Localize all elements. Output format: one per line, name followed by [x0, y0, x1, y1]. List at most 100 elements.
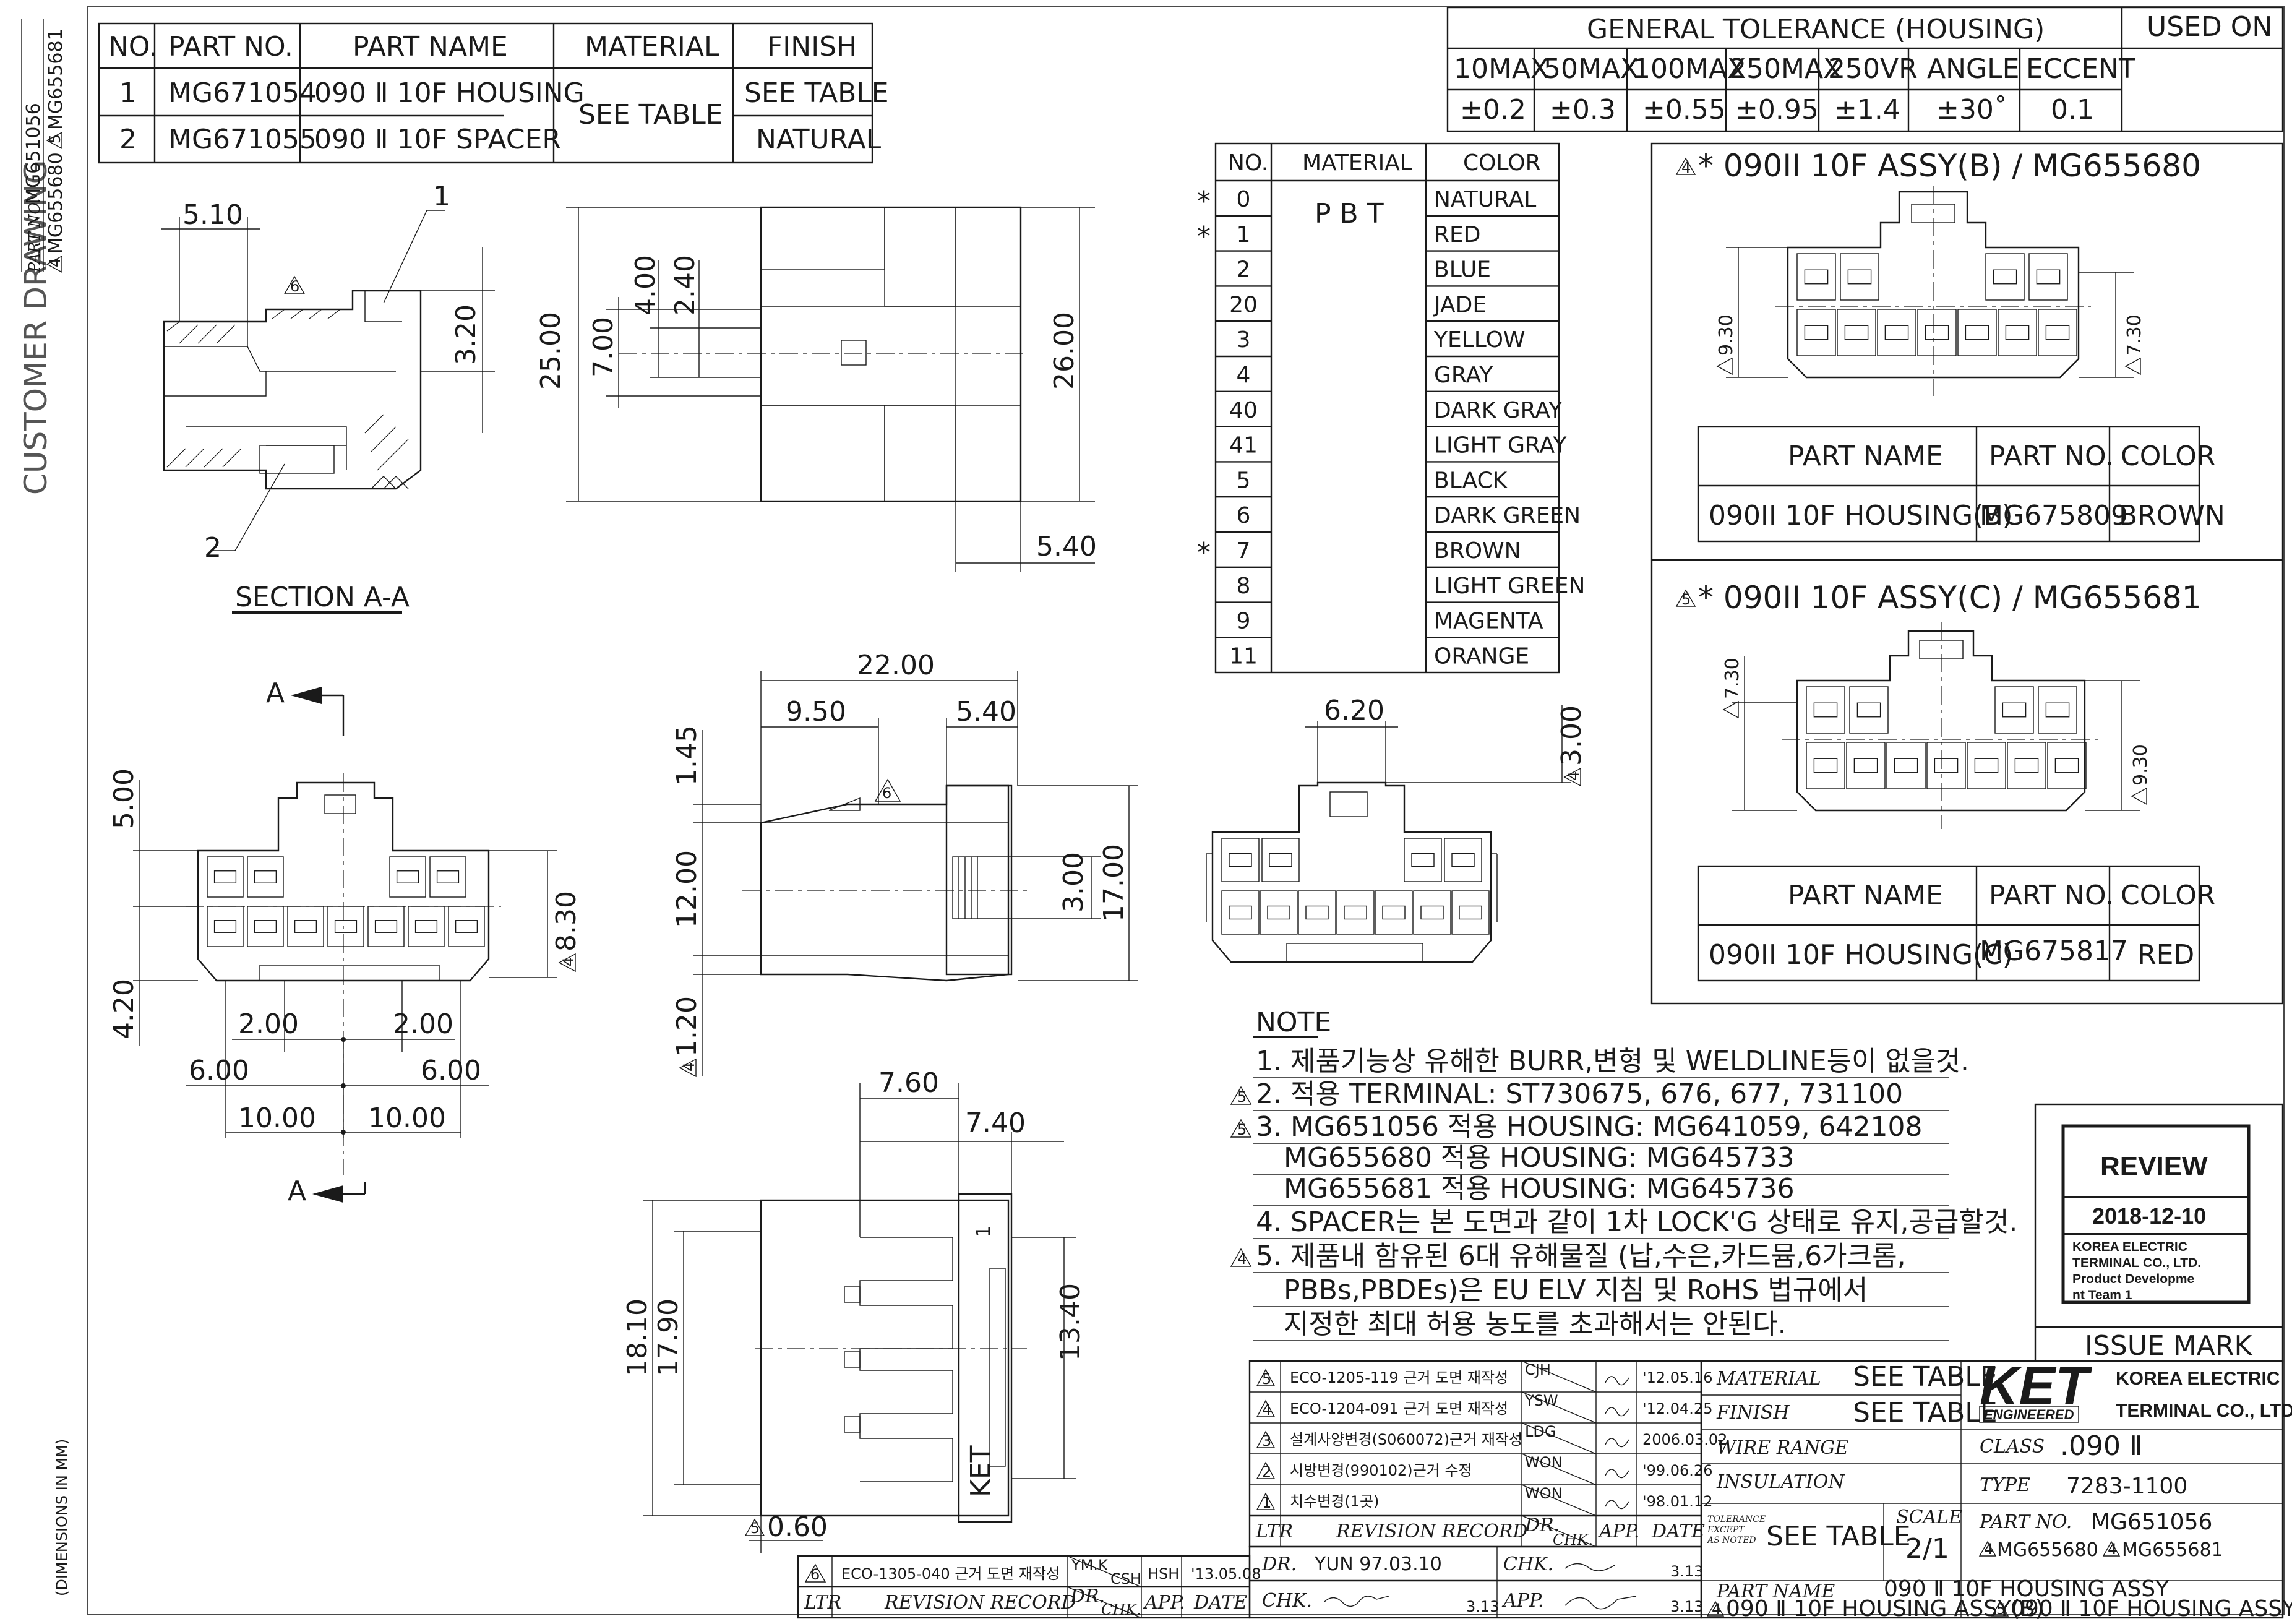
cavity	[1806, 742, 1845, 789]
tol-value-angle: ±30˚	[1936, 94, 2007, 126]
rev-row-ltr: 4	[1262, 1401, 1271, 1419]
cavity	[1998, 309, 2037, 356]
tb-rev-4b: 4	[2108, 1540, 2117, 1558]
revision-triangle-icon	[1563, 767, 1581, 787]
section-callout-1: 1	[433, 181, 450, 212]
tb-finish-value: SEE TABLE	[1853, 1397, 1998, 1429]
front-dim-1000a: 10.00	[238, 1102, 316, 1134]
tb-part-name-1: 090 Ⅱ 10F HOUSING ASSY	[1884, 1576, 2170, 1602]
review-date: 2018-12-10	[2092, 1203, 2206, 1229]
cavity	[2007, 742, 2046, 789]
rear-view: KET 1 7.60 7.40 18.10 17.90 13.40	[622, 1067, 1086, 1553]
tol-value-250max: ±0.95	[1735, 94, 1819, 126]
section-dim-right: 3.20	[450, 304, 482, 365]
color-row-color: GRAY	[1434, 363, 1493, 388]
tol-value-250vr: ±1.4	[1834, 94, 1900, 126]
color-row-no: 3	[1237, 327, 1251, 353]
assy-b-dim-right: 7.30	[2124, 314, 2145, 356]
rear-dim-134: 13.40	[1055, 1283, 1086, 1361]
rev-row-date: '99.06.26	[1642, 1462, 1712, 1479]
color-row-no: 0	[1237, 187, 1251, 212]
dimensions-note: (DIMENSIONS IN MM)	[53, 1439, 71, 1596]
rev2-ltr: 6	[810, 1566, 820, 1583]
color-row-color: RED	[1434, 222, 1480, 247]
assy-c-rev: 5	[1681, 591, 1691, 608]
note-line: MG655681 적용 HOUSING: MG645736	[1284, 1173, 1795, 1205]
parts-row-2-name: 090 Ⅱ 10F SPACER	[314, 124, 561, 155]
tb-app-date: 3.13	[1670, 1598, 1703, 1615]
face-rev: 4	[1565, 771, 1582, 781]
assy-b-connector-face	[1775, 186, 2091, 396]
assy-c-header-name: PART NAME	[1788, 880, 1943, 911]
cavity	[429, 856, 466, 898]
assy-c-header-color: COLOR	[2121, 880, 2216, 911]
assy-b-color: BROWN	[2119, 500, 2225, 531]
rear-brand: KET	[965, 1445, 997, 1497]
color-row-color: YELLOW	[1433, 327, 1526, 353]
rev-row-ltr: 5	[1262, 1370, 1271, 1388]
tb-class-value: .090 Ⅱ	[2060, 1430, 2143, 1462]
cavity	[2038, 309, 2077, 356]
color-row-no: 5	[1237, 468, 1251, 493]
tol-header-10max: 10MAX	[1454, 53, 1549, 85]
cavity	[1413, 890, 1451, 935]
revision-triangle-icon	[1256, 1492, 1276, 1510]
front-dim-1000b: 10.00	[368, 1102, 446, 1134]
section-label: SECTION A-A	[235, 582, 410, 613]
cavity	[367, 906, 405, 947]
review-title: REVIEW	[2100, 1151, 2208, 1182]
tb-tol-label-2: EXCEPT	[1707, 1525, 1745, 1535]
note-line: 지정한 최대 허용 농도를 초과해서는 안된다.	[1284, 1308, 1787, 1340]
cavity	[2047, 742, 2087, 789]
color-row-star: *	[1197, 537, 1211, 569]
tb-tol-value: SEE TABLE	[1766, 1521, 1911, 1552]
side-dim-height: 25.00	[535, 312, 567, 390]
tb-scale-label: SCALE	[1896, 1506, 1962, 1528]
cavity	[389, 856, 426, 898]
assy-c-color: RED	[2137, 939, 2194, 971]
cavity	[408, 906, 445, 947]
tb-chk2-label: CHK.	[1262, 1590, 1312, 1612]
revision-triangle-icon	[679, 1058, 697, 1078]
rev2-header-dr: DR.	[1070, 1586, 1105, 1607]
parts-header-name: PART NAME	[353, 31, 508, 62]
cavity	[1451, 890, 1490, 935]
front-dim-600a: 6.00	[189, 1055, 249, 1086]
cavity	[1967, 742, 2006, 789]
cavity	[247, 856, 284, 898]
tb-tol-label-3: AS NOTED	[1706, 1536, 1756, 1545]
side-rev-b: 5	[46, 134, 64, 144]
cavity	[1298, 890, 1336, 935]
tb-rev-4a: 4	[1984, 1540, 1993, 1558]
sheet-border	[87, 6, 2285, 1615]
revision-triangle-icon	[1675, 157, 1696, 175]
tb-dr-label: DR.	[1261, 1553, 1297, 1575]
parts-row-2-part-no: MG671055	[168, 124, 317, 155]
assy-b-header-part-no: PART NO.	[1989, 440, 2114, 472]
note-line: 4. SPACER는 본 도면과 같이 1차 LOCK'G 상태로 유지,공급할…	[1256, 1206, 2017, 1238]
tb-part-no-label: PART NO.	[1979, 1511, 2072, 1533]
note-line: 5. 제품내 함유된 6대 유해물질 (납,수은,카드뮴,6가크롬,	[1256, 1240, 1906, 1272]
cavity	[1877, 309, 1916, 356]
rev2-header-desc: REVISION RECORD	[884, 1592, 1076, 1613]
cavity	[207, 906, 244, 947]
tb-chk2-date: 3.13	[1466, 1598, 1499, 1615]
cavity	[1886, 742, 1926, 789]
top-dim-17: 17.00	[1098, 844, 1130, 922]
color-row-no: 20	[1229, 292, 1258, 317]
top-dim-3: 3.00	[1058, 852, 1089, 913]
tb-class-label: CLASS	[1980, 1436, 2045, 1458]
parts-row-1-finish: SEE TABLE	[744, 77, 889, 109]
color-material-pbt: P B T	[1315, 198, 1384, 230]
rear-dim-76: 7.60	[878, 1067, 939, 1099]
front-rev: 4	[560, 957, 577, 966]
side-dim-26: 26.00	[1049, 312, 1080, 390]
front-dim-200b: 2.00	[393, 1008, 453, 1040]
tb-type-label: TYPE	[1980, 1474, 2030, 1496]
rev-header-dr: DR.	[1524, 1514, 1560, 1536]
company-name-1: KOREA ELECTRIC	[2116, 1368, 2280, 1389]
rev-row-date: '12.05.16	[1642, 1369, 1712, 1386]
tb-part-name-3: 090 Ⅱ 10F HOUSING ASSY(C)	[2011, 1596, 2292, 1621]
